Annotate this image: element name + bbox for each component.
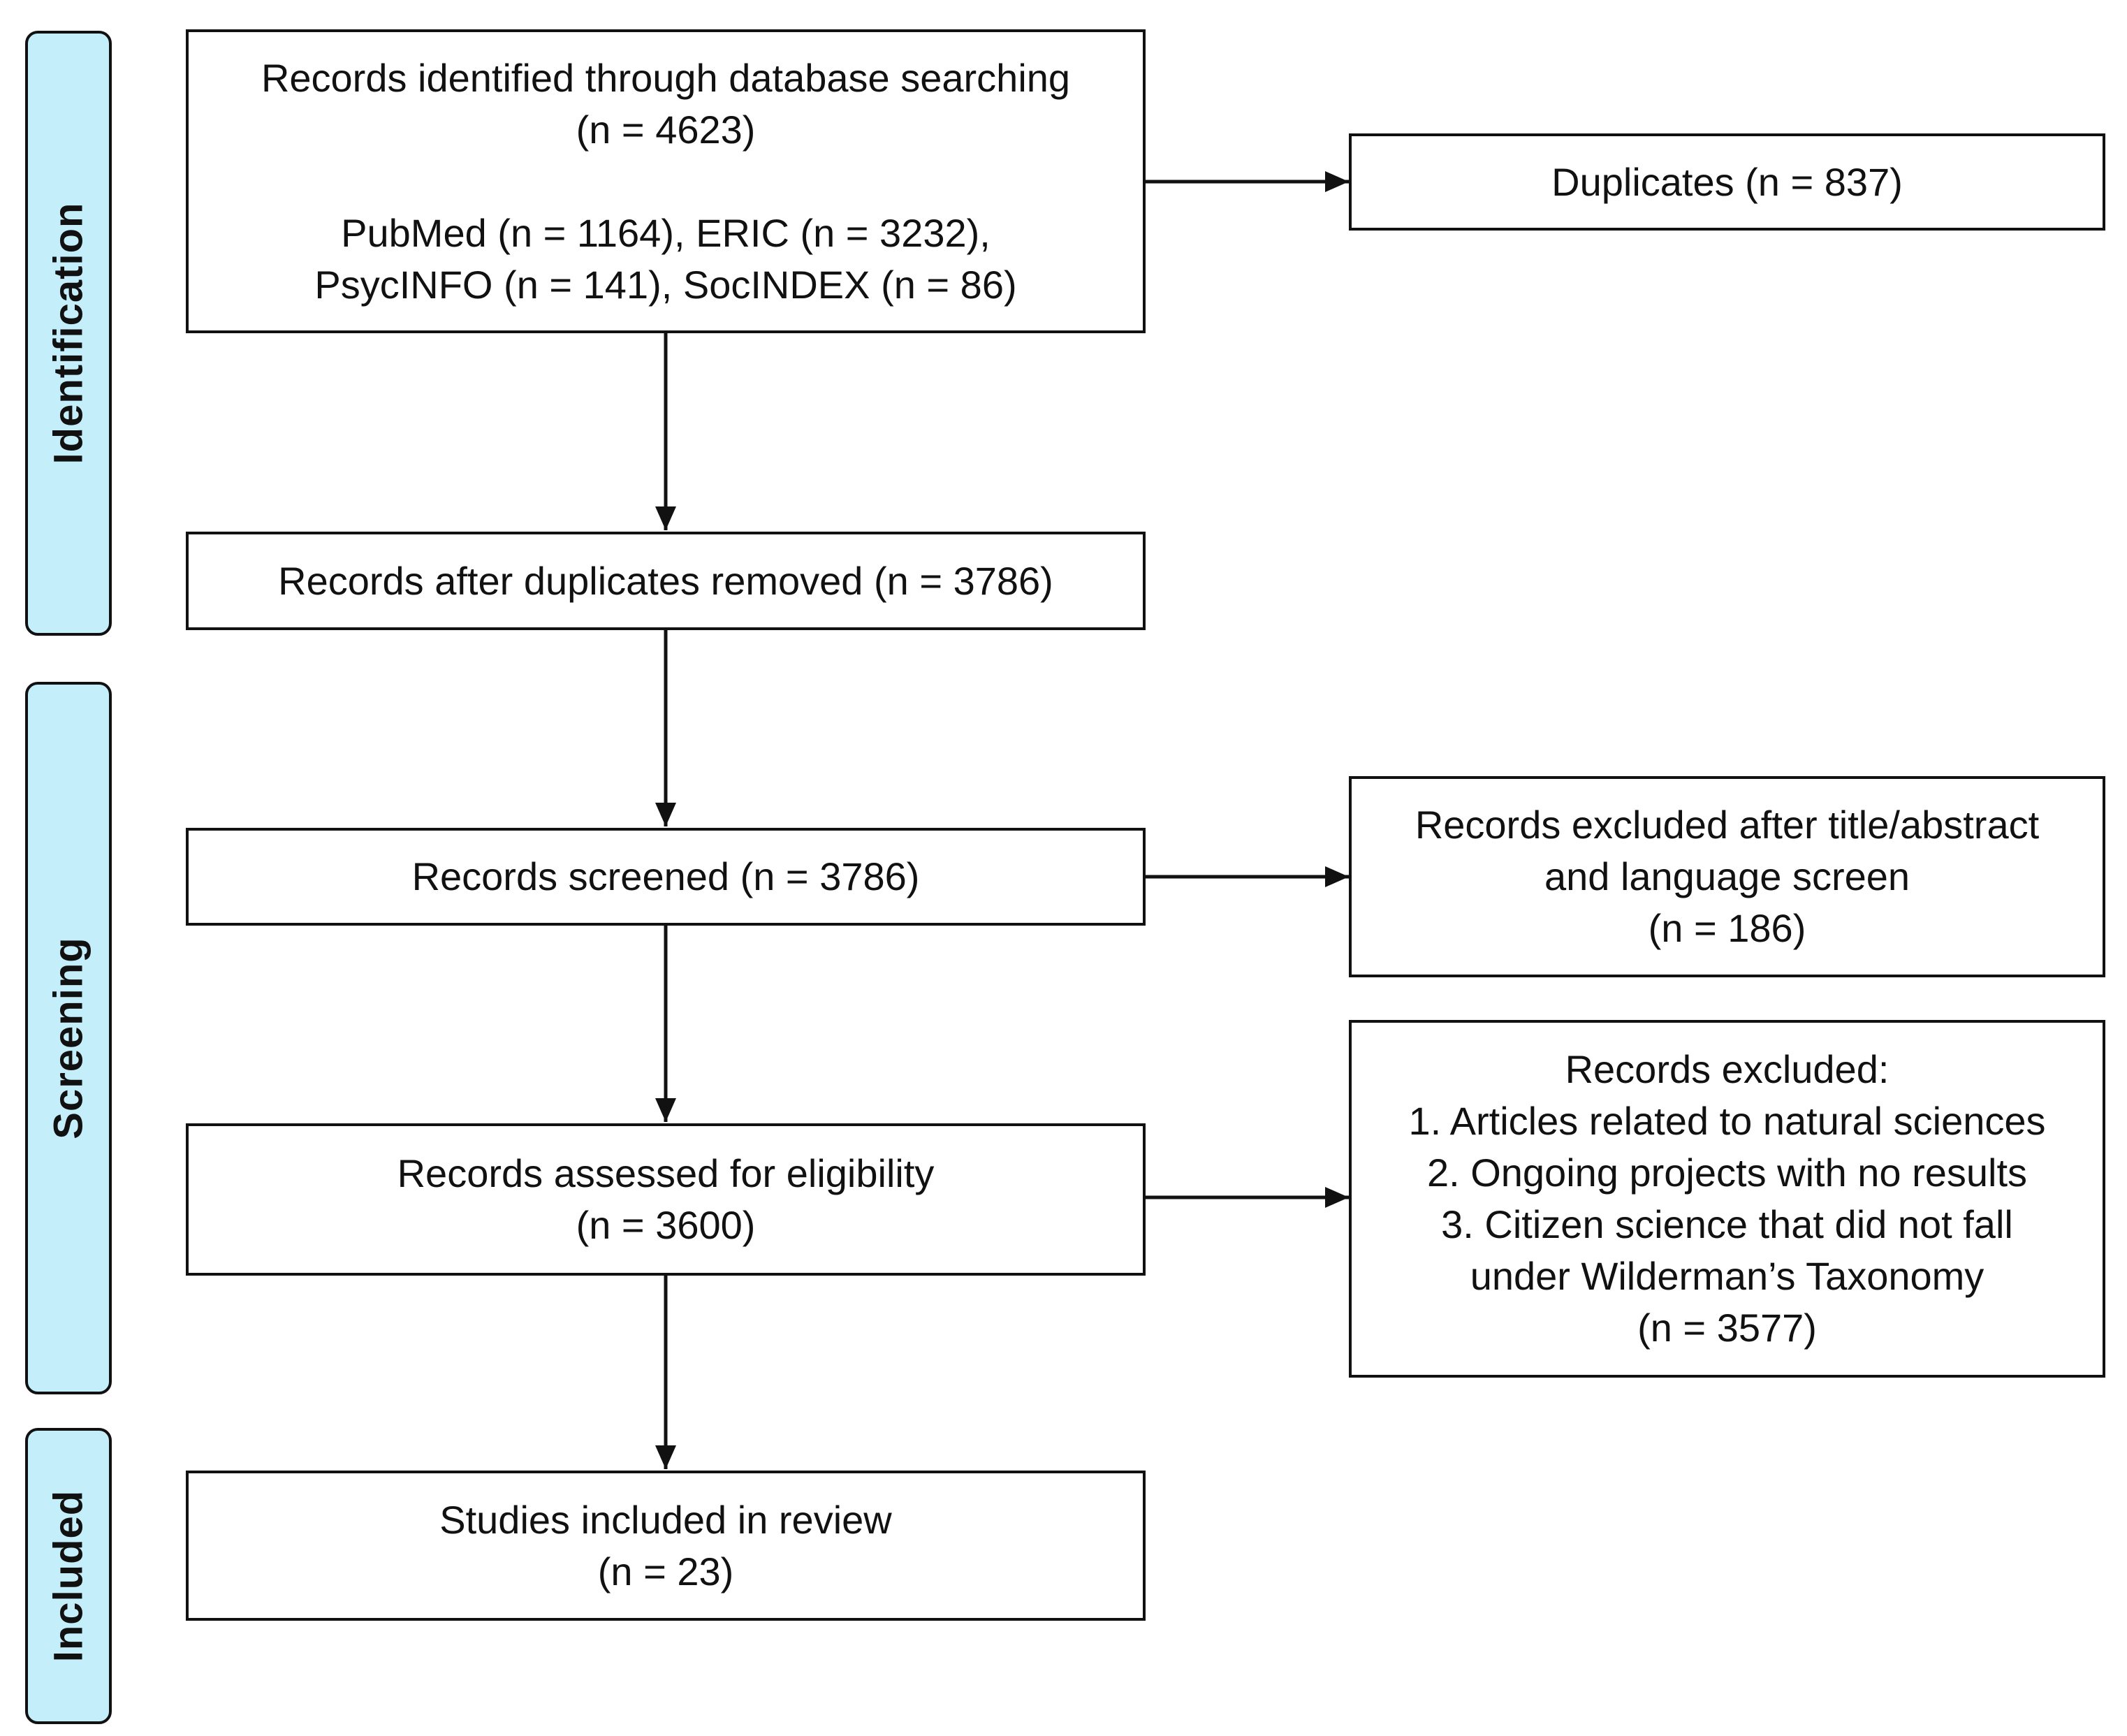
box-excluded-title-abstract: Records excluded after title/abstract an… [1349,776,2105,977]
records-identified-title: Records identified through database sear… [261,55,1071,100]
stage-screening-label: Screening [45,937,92,1139]
after-duplicates-text: Records after duplicates removed (n = 37… [278,558,1053,603]
box-records-identified: Records identified through database sear… [186,29,1146,333]
stage-included: Included [25,1428,112,1724]
box-excluded-eligibility: Records excluded: 1. Articles related to… [1349,1020,2105,1378]
duplicates-text: Duplicates (n = 837) [1551,159,1903,204]
eligibility-title: Records assessed for eligibility [397,1151,935,1195]
box-studies-included: Studies included in review (n = 23) [186,1471,1146,1621]
stage-included-label: Included [45,1489,92,1663]
excluded-eligibility-reason-3b: under Wilderman’s Taxonomy [1470,1254,1985,1298]
box-after-duplicates: Records after duplicates removed (n = 37… [186,532,1146,630]
box-records-screened: Records screened (n = 3786) [186,828,1146,926]
excluded-title-line-2: and language screen [1544,854,1910,898]
excluded-eligibility-count: (n = 3577) [1637,1306,1817,1350]
stage-screening: Screening [25,682,112,1394]
studies-included-title: Studies included in review [439,1497,892,1542]
excluded-eligibility-reason-3a: 3. Citizen science that did not fall [1441,1202,2013,1246]
box-duplicates: Duplicates (n = 837) [1349,133,2105,231]
records-screened-text: Records screened (n = 3786) [411,854,920,898]
stage-identification: Identification [25,31,112,636]
excluded-eligibility-title: Records excluded: [1565,1047,1890,1091]
stage-identification-label: Identification [45,202,92,465]
excluded-eligibility-reason-1: 1. Articles related to natural sciences [1408,1099,2046,1143]
excluded-title-line-1: Records excluded after title/abstract [1415,803,2040,847]
excluded-eligibility-reason-2: 2. Ongoing projects with no results [1426,1151,2028,1195]
records-identified-count: (n = 4623) [576,107,756,152]
records-identified-sources-1: PubMed (n = 1164), ERIC (n = 3232), [341,210,991,255]
excluded-title-count: (n = 186) [1648,906,1806,950]
records-identified-sources-2: PsycINFO (n = 141), SocINDEX (n = 86) [314,262,1017,307]
eligibility-count: (n = 3600) [576,1203,756,1247]
studies-included-count: (n = 23) [597,1549,734,1593]
box-eligibility: Records assessed for eligibility (n = 36… [186,1123,1146,1276]
